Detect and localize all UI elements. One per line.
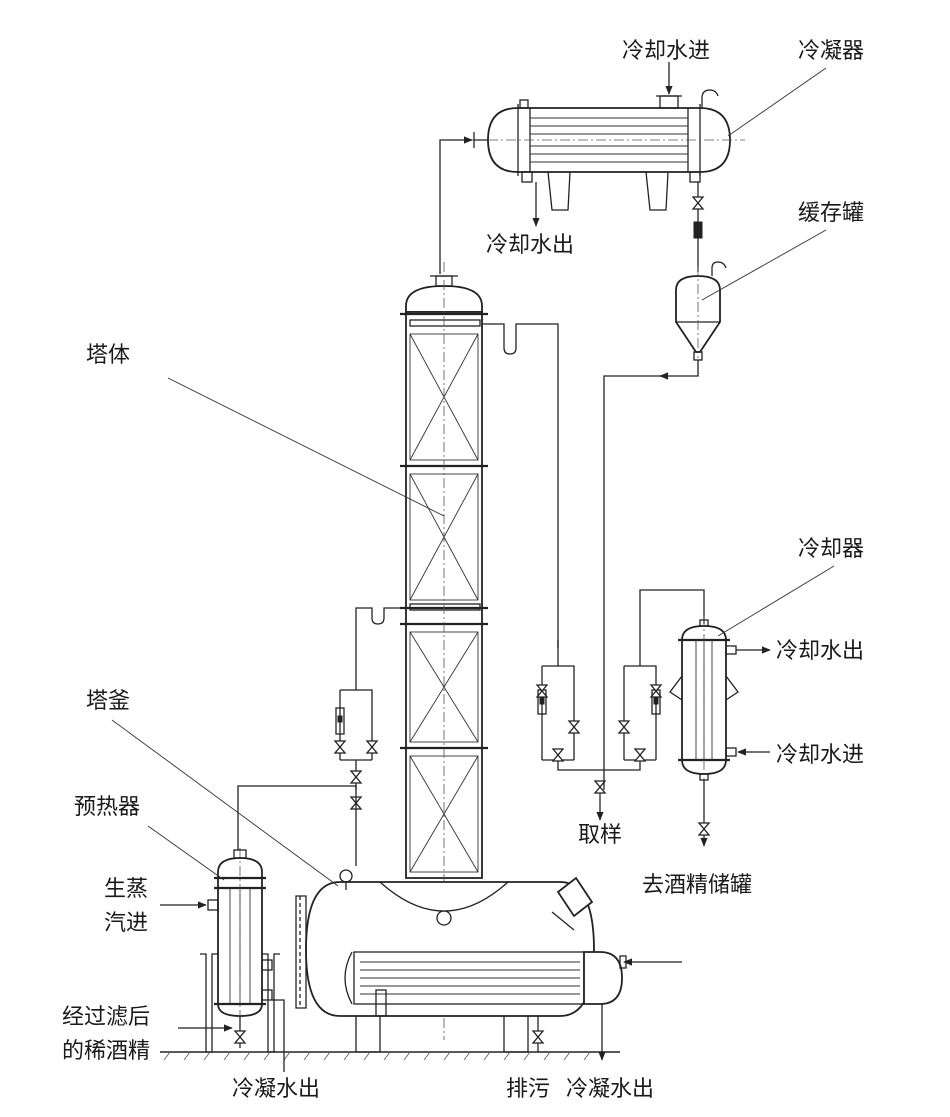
label-steam-in-1: 生蒸: [104, 877, 148, 902]
label-condensate-out-right: 冷凝水出: [566, 1077, 654, 1102]
leader-lines: [111, 67, 835, 887]
buffer-tank: [675, 261, 727, 361]
preheater: [200, 848, 280, 1053]
label-buffer-tank: 缓存罐: [798, 201, 864, 226]
rotameter-middle: [536, 665, 641, 771]
label-filtered-feed-1: 经过滤后: [62, 1005, 150, 1030]
label-cooling-water-in-right: 冷却水进: [776, 743, 864, 768]
label-steam-in-2: 汽进: [104, 911, 148, 936]
rotameter-left: [334, 689, 378, 810]
label-cooling-water-in-top: 冷却水进: [622, 39, 710, 64]
condenser: [470, 89, 745, 211]
label-cooler: 冷却器: [798, 537, 864, 562]
label-tower-body: 塔体: [86, 343, 130, 368]
rotameter-right: [618, 665, 662, 762]
tower-body: [400, 262, 488, 1040]
label-cooling-water-out-right: 冷却水出: [776, 639, 864, 664]
label-drain: 排污: [506, 1077, 550, 1102]
label-sampling: 取样: [578, 823, 622, 848]
cooler: [669, 616, 739, 790]
label-filtered-feed-2: 的稀酒精: [62, 1039, 150, 1064]
label-condenser: 冷凝器: [798, 39, 864, 64]
label-condensate-out-left: 冷凝水出: [232, 1077, 320, 1102]
tower-kettle: [295, 869, 623, 1053]
label-to-alcohol-storage: 去酒精储罐: [642, 873, 752, 898]
label-tower-kettle: 塔釜: [86, 689, 130, 714]
label-preheater: 预热器: [74, 795, 140, 820]
label-cooling-water-out-top: 冷却水出: [486, 233, 574, 258]
